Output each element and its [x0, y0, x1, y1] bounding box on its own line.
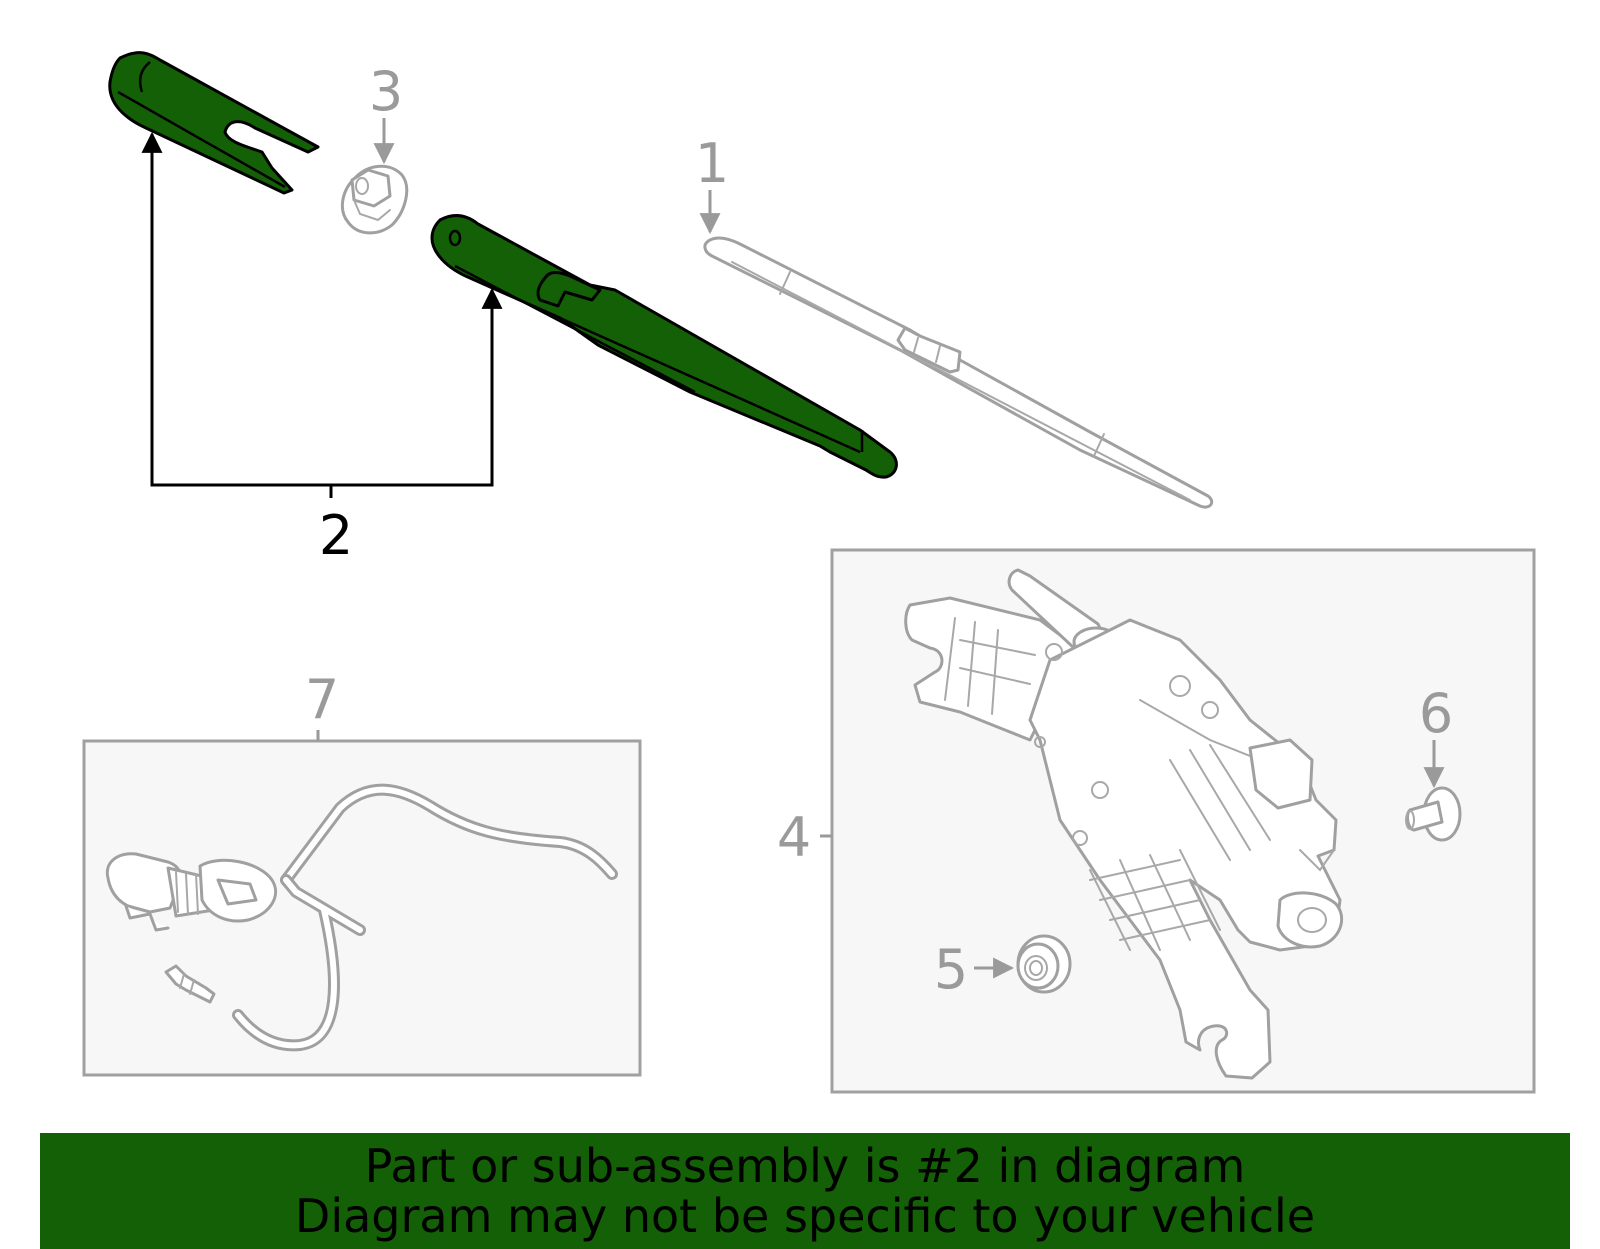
callout-7: 7	[305, 668, 339, 731]
callout-2: 2	[319, 504, 353, 567]
callout-1: 1	[695, 132, 729, 195]
bolt[interactable]	[1405, 786, 1462, 842]
info-banner: Part or sub-assembly is #2 in diagram Di…	[40, 1133, 1570, 1249]
washer-hose[interactable]	[232, 783, 618, 1052]
wiper-arm[interactable]	[430, 214, 898, 479]
callout-6: 6	[1419, 682, 1453, 745]
callout-3: 3	[369, 60, 403, 123]
grommet[interactable]	[1016, 934, 1072, 994]
nut[interactable]	[340, 164, 409, 235]
banner-line-2: Diagram may not be specific to your vehi…	[294, 1189, 1316, 1243]
wiper-motor[interactable]	[904, 568, 1343, 1080]
callout-4: 4	[777, 806, 811, 869]
wiper-arm-cap[interactable]	[108, 51, 320, 195]
wiper-blade[interactable]	[703, 236, 1214, 509]
callout-2-leader	[141, 131, 503, 498]
washer-fitting[interactable]	[164, 964, 216, 1004]
callout-5: 5	[934, 938, 968, 1001]
banner-line-1: Part or sub-assembly is #2 in diagram	[364, 1139, 1246, 1193]
washer-nozzle[interactable]	[105, 852, 278, 932]
